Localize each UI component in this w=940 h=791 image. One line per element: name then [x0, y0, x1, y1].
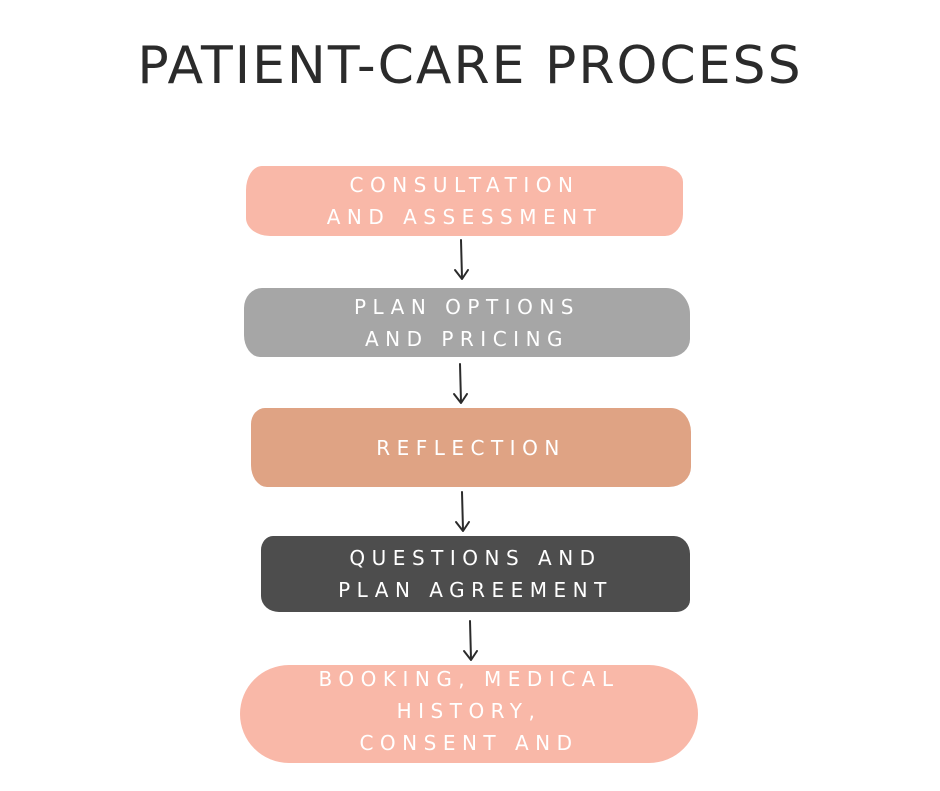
step-plan-options-and-pricing: PLAN OPTIONS AND PRICING	[244, 288, 690, 357]
arrow-down-icon	[451, 490, 475, 534]
arrow-down-icon	[450, 238, 474, 282]
arrow-down-icon	[459, 619, 483, 663]
step-label: CONSULTATION AND ASSESSMENT	[326, 173, 603, 229]
step-reflection: REFLECTION	[251, 408, 691, 487]
page-title: PATIENT-CARE PROCESS	[137, 36, 803, 96]
step-booking-medical-history-consent-and-treatment: BOOKING, MEDICAL HISTORY, CONSENT AND TR…	[240, 665, 698, 787]
step-questions-and-plan-agreement: QUESTIONS AND PLAN AGREEMENT	[261, 536, 690, 612]
step-label: QUESTIONS AND PLAN AGREEMENT	[338, 546, 613, 602]
step-label: BOOKING, MEDICAL HISTORY, CONSENT AND TR…	[318, 667, 620, 787]
step-consultation-and-assessment: CONSULTATION AND ASSESSMENT	[246, 166, 683, 236]
step-label: PLAN OPTIONS AND PRICING	[354, 294, 580, 351]
step-label: REFLECTION	[376, 435, 566, 460]
arrow-down-icon	[449, 362, 473, 406]
